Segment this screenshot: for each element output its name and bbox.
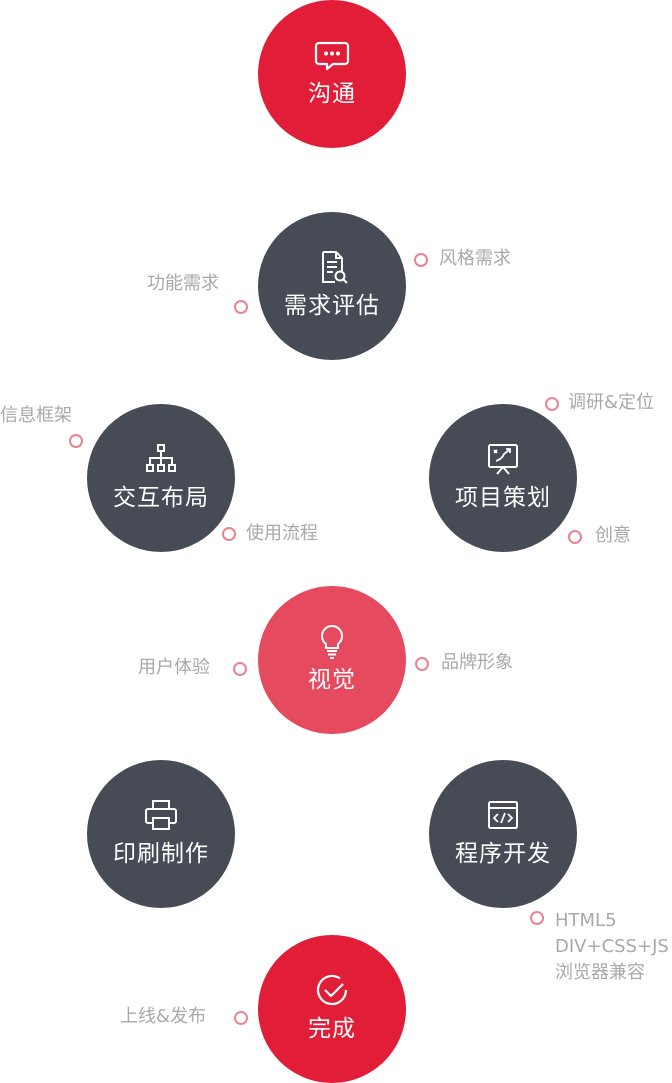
node-label: 视觉 (308, 667, 356, 693)
tag-usage-flow: 使用流程 (246, 523, 318, 544)
sitemap-icon (146, 444, 176, 472)
tag-info-architecture: 信息框架 (0, 405, 72, 426)
tag-dev-list: HTML5 DIV+CSS+JS 浏览器兼容 (555, 908, 669, 986)
tag-dot (234, 300, 248, 314)
node-print: 印刷制作 (87, 760, 235, 908)
check-circle-icon (316, 974, 348, 1006)
node-communicate: 沟通 (258, 0, 406, 148)
tag-dev-line: 浏览器兼容 (555, 962, 645, 983)
tag-dot (234, 1011, 248, 1025)
node-develop: 程序开发 (429, 760, 577, 908)
printer-icon (145, 800, 177, 830)
chat-icon (314, 41, 350, 71)
node-visual: 视觉 (258, 586, 406, 734)
node-label: 沟通 (308, 81, 356, 107)
document-search-icon (322, 251, 348, 284)
tag-dev-line: HTML5 (555, 910, 617, 931)
code-window-icon (488, 801, 518, 829)
tag-dev-line: DIV+CSS+JS (555, 936, 669, 957)
tag-dot (233, 662, 247, 676)
tag-research: 调研&定位 (568, 392, 655, 413)
node-complete: 完成 (258, 935, 406, 1083)
tag-style-requirements: 风格需求 (439, 248, 511, 269)
node-interaction: 交互布局 (87, 404, 235, 552)
node-label: 程序开发 (455, 841, 551, 867)
tag-dot (545, 397, 559, 411)
tag-dot (414, 253, 428, 267)
node-label: 印刷制作 (113, 841, 209, 867)
lightbulb-icon (321, 624, 343, 659)
node-label: 项目策划 (455, 485, 551, 511)
node-label: 交互布局 (113, 485, 209, 511)
node-requirements: 需求评估 (258, 212, 406, 360)
tag-function-requirements: 功能需求 (147, 273, 219, 294)
tag-dot (415, 657, 429, 671)
tag-creative: 创意 (595, 525, 631, 546)
tag-dot (69, 434, 83, 448)
tag-dot (222, 527, 236, 541)
tag-user-experience: 用户体验 (138, 657, 210, 678)
tag-brand-image: 品牌形象 (441, 652, 513, 673)
tag-dot (530, 911, 544, 925)
node-planning: 项目策划 (429, 404, 577, 552)
node-label: 需求评估 (284, 293, 380, 319)
tag-launch: 上线&发布 (120, 1006, 207, 1027)
tag-dot (568, 530, 582, 544)
node-label: 完成 (308, 1016, 356, 1042)
presentation-icon (488, 444, 518, 475)
